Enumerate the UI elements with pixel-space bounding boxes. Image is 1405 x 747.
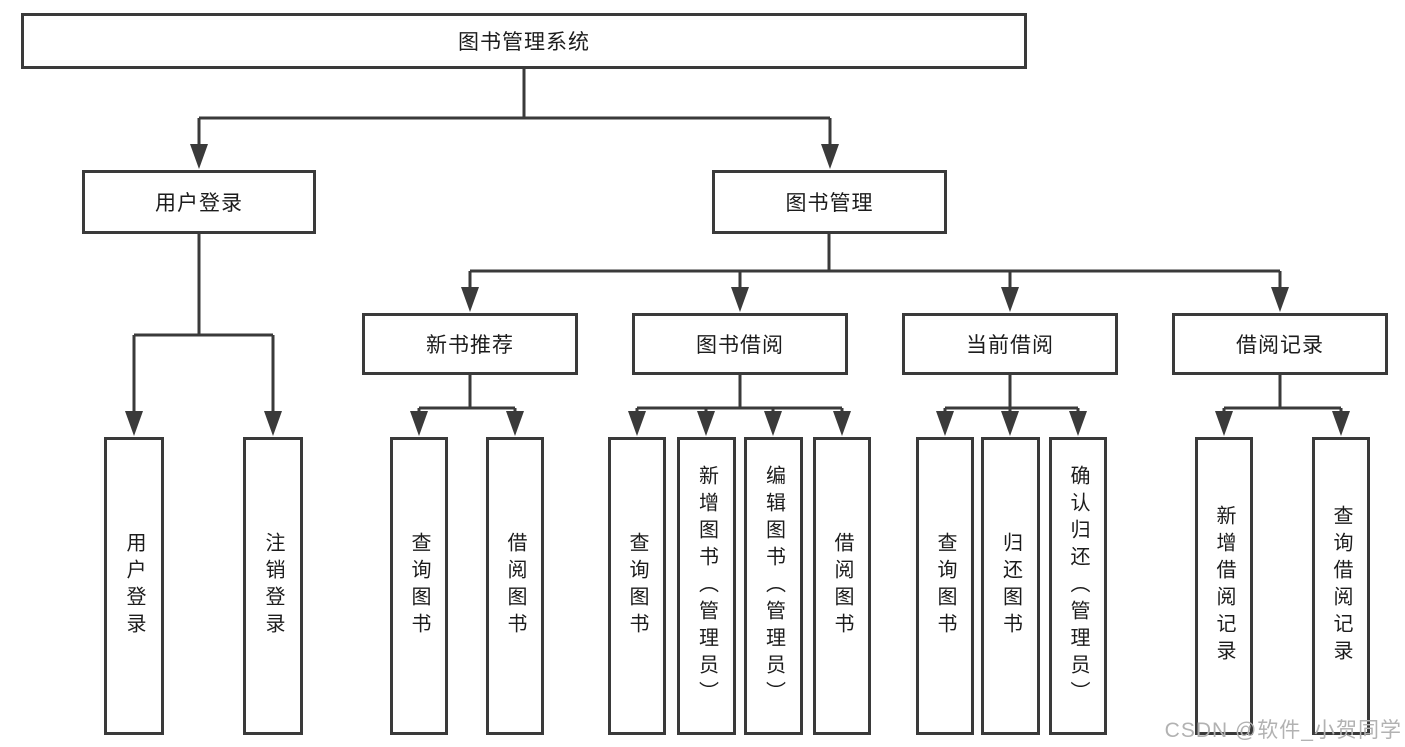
node-label: 用户登录 xyxy=(155,192,243,215)
leaf-label: 借阅图书 xyxy=(831,532,853,640)
leaf-label: 用户登录 xyxy=(123,532,145,640)
node-label: 图书管理 xyxy=(785,192,874,215)
node-label: 新书推荐 xyxy=(426,334,514,357)
leaf-edit-books-admin: 编辑图书（管理员） xyxy=(744,437,803,735)
leaf-label: 确认归还（管理员） xyxy=(1067,464,1089,708)
leaf-add-borrow-record: 新增借阅记录 xyxy=(1195,437,1253,735)
leaf-query-books-borrow: 查询图书 xyxy=(608,437,666,735)
leaf-return-books: 归还图书 xyxy=(981,437,1040,735)
leaf-logout: 注销登录 xyxy=(243,437,303,735)
leaf-label: 查询图书 xyxy=(626,532,648,640)
leaf-borrow-books-recommend: 借阅图书 xyxy=(486,437,544,735)
leaf-query-borrow-record: 查询借阅记录 xyxy=(1312,437,1370,735)
leaf-add-books-admin: 新增图书（管理员） xyxy=(677,437,736,735)
node-label: 图书借阅 xyxy=(696,334,784,357)
node-book-management: 图书管理 xyxy=(712,170,947,234)
leaf-borrow-books: 借阅图书 xyxy=(813,437,871,735)
node-user-login: 用户登录 xyxy=(82,170,316,234)
leaf-label: 查询图书 xyxy=(408,532,430,640)
node-label: 借阅记录 xyxy=(1236,334,1324,357)
node-label: 图书管理系统 xyxy=(458,31,590,54)
leaf-label: 编辑图书（管理员） xyxy=(762,464,785,708)
node-borrow-records: 借阅记录 xyxy=(1172,313,1388,375)
leaf-label: 查询图书 xyxy=(934,532,956,640)
node-new-book-recommend: 新书推荐 xyxy=(362,313,578,375)
node-library-management-system: 图书管理系统 xyxy=(21,13,1027,69)
leaf-label: 借阅图书 xyxy=(504,532,526,640)
leaf-label: 查询借阅记录 xyxy=(1330,505,1352,667)
leaf-label: 注销登录 xyxy=(262,532,284,640)
leaf-label: 新增图书（管理员） xyxy=(695,464,718,708)
node-book-borrow: 图书借阅 xyxy=(632,313,848,375)
node-label: 当前借阅 xyxy=(966,334,1054,357)
leaf-confirm-return-admin: 确认归还（管理员） xyxy=(1049,437,1107,735)
leaf-query-books-current: 查询图书 xyxy=(916,437,974,735)
leaf-label: 新增借阅记录 xyxy=(1213,505,1235,667)
csdn-watermark: CSDN @软件_小贺同学 xyxy=(1164,719,1402,742)
node-current-borrow: 当前借阅 xyxy=(902,313,1118,375)
leaf-query-books-recommend: 查询图书 xyxy=(390,437,448,735)
leaf-user-login: 用户登录 xyxy=(104,437,164,735)
leaf-label: 归还图书 xyxy=(999,532,1022,640)
